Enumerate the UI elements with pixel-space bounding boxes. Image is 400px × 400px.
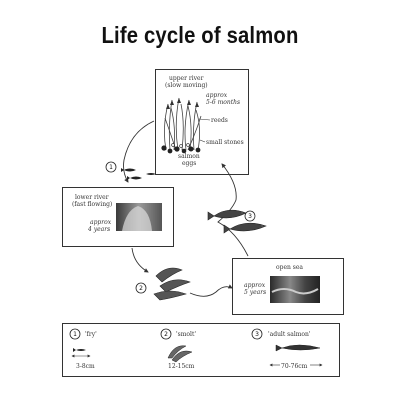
sea-wave: [271, 288, 319, 295]
legend-fry-size: 3-8cm: [76, 363, 95, 370]
lower-river-sublabel: (fast flowing): [72, 201, 113, 208]
stage-2-number: 2: [139, 285, 143, 292]
legend-fry-icon: [73, 348, 86, 352]
legend-fry-name: 'fry': [85, 331, 97, 338]
legend-marker-2: [160, 328, 172, 340]
lower-river-time-value: 4 years: [88, 226, 111, 233]
salmon-eggs-label: salmon: [178, 153, 200, 160]
legend-adult-icon: [275, 344, 321, 352]
arrow-upper-to-lower: [123, 120, 155, 183]
legend-smolt-name: 'smolt': [176, 331, 197, 338]
open-sea-label: open sea: [276, 264, 303, 271]
arrow-smolt-to-sea: [189, 284, 233, 297]
legend-marker-1: [69, 328, 81, 340]
legend-adult-size: 70-76cm: [281, 363, 308, 370]
salmon-eggs-icon: [171, 143, 190, 148]
lower-river-label: lower river: [75, 194, 109, 201]
legend-number-2: 2: [164, 331, 168, 338]
upper-river-label: upper river: [169, 75, 204, 82]
waterfall-rock: [122, 206, 152, 231]
stage-1-marker: [105, 161, 117, 173]
upper-river-time-value: 5-6 months: [206, 99, 241, 106]
reed-tips-icon: [166, 98, 199, 109]
open-sea-time-value: 5 years: [244, 289, 267, 296]
fry-icon: [121, 168, 156, 180]
reeds-label: reeds: [211, 117, 228, 124]
legend-box: [62, 323, 340, 377]
stage-3-number: 3: [248, 213, 252, 220]
upper-river-box: [155, 69, 249, 175]
legend-adult-name: 'adult salmon': [268, 331, 311, 338]
legend-marker-3: [251, 328, 263, 340]
adult-salmon-icon: [207, 209, 267, 234]
legend-smolt-size: 12-15cm: [168, 363, 195, 370]
small-stones-icon: [161, 145, 201, 154]
label-pointers: [198, 118, 211, 143]
arrow-lower-to-smolt: [131, 247, 149, 273]
small-stones-label: small stones: [206, 139, 244, 146]
lower-river-time-label: approx: [90, 219, 112, 226]
smolt-icon: [153, 267, 191, 301]
legend-number-3: 3: [255, 331, 259, 338]
upper-river-sublabel: (slow moving): [165, 82, 208, 89]
salmon-eggs-sublabel: eggs: [182, 160, 197, 167]
stage-2-marker: [135, 282, 147, 294]
legend-smolt-icon: [167, 345, 193, 363]
stage-1-number: 1: [109, 164, 113, 171]
legend-number-1: 1: [73, 331, 77, 338]
upper-river-time-label: approx: [206, 92, 228, 99]
stage-3-marker: [244, 210, 256, 222]
diagram-title: Life cycle of salmon: [101, 22, 299, 48]
open-sea-time-label: approx: [244, 282, 266, 289]
